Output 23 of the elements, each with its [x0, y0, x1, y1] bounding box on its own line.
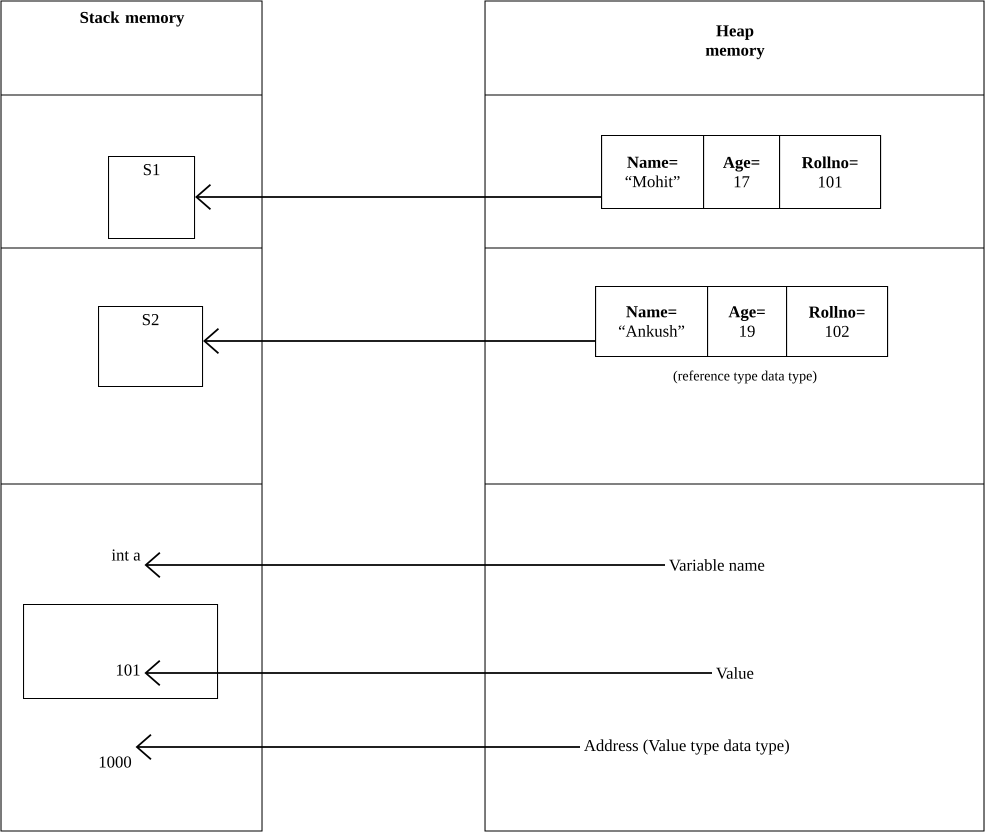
- node-label: (reference type data type): [674, 370, 816, 384]
- value-text: 1000: [100, 756, 132, 768]
- field-cell: Name= “Ankush”: [595, 286, 708, 358]
- description-text: Variable name: [669, 559, 764, 571]
- column-heading: Stack memory: [80, 11, 184, 27]
- field-cell: Age= 17: [703, 135, 780, 210]
- field-cell: Rollno= 102: [786, 286, 888, 358]
- description-text: Value: [716, 667, 754, 679]
- arrow: [144, 552, 665, 578]
- field-cell: Name= “Mohit”: [601, 135, 704, 210]
- object-record: [23, 604, 218, 700]
- arrow: [203, 328, 596, 354]
- arrow: [136, 734, 580, 760]
- arrow: [144, 660, 712, 686]
- value-text: 101: [116, 664, 140, 676]
- value-text: int a: [112, 549, 140, 561]
- field-cell: Rollno= 101: [779, 135, 882, 210]
- column-heading: Heap memory: [706, 25, 765, 60]
- description-text: Address (Value type data type): [584, 739, 789, 755]
- variable-box: S1: [108, 156, 196, 240]
- arrow: [195, 184, 602, 210]
- field-cell: Age= 19: [707, 286, 788, 358]
- variable-box: S2: [98, 306, 204, 388]
